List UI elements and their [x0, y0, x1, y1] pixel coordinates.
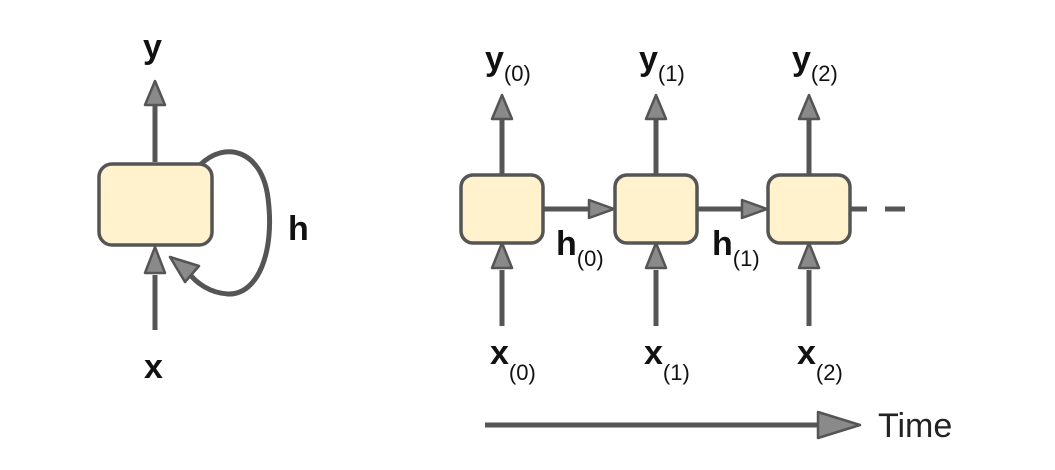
hidden-connection-1: h(1)	[697, 198, 769, 271]
step-1-input-sub: (1)	[663, 360, 690, 385]
step-1-cell	[613, 173, 699, 245]
hidden-1-main: h	[712, 225, 733, 263]
step-2-input-main: x	[797, 334, 816, 372]
time-axis: Time	[485, 407, 952, 445]
folded-recurrent-arrowhead	[168, 255, 201, 284]
step-2-input-label: x(2)	[797, 334, 843, 385]
folded-input-label: x	[144, 348, 163, 386]
step-1-output-label: y(1)	[639, 40, 685, 86]
folded-recurrent-loop	[185, 149, 273, 297]
step-0-cell	[459, 173, 545, 245]
step-2-input-sub: (2)	[816, 360, 843, 385]
time-axis-arrowhead	[816, 410, 862, 440]
hidden-1-sub: (1)	[733, 246, 760, 271]
step-1-input-arrowhead	[644, 241, 668, 270]
step-0-input-label: x(0)	[490, 334, 536, 385]
time-step-2: y(2) x(2)	[766, 40, 852, 385]
step-1-input-main: x	[644, 334, 663, 372]
step-0-output-main: y	[485, 40, 504, 78]
step-2-output-arrowhead	[797, 93, 821, 121]
hidden-0-sub: (0)	[577, 246, 604, 271]
hidden-0-arrowhead	[587, 198, 616, 220]
hidden-connection-0: h(0)	[543, 198, 616, 271]
step-1-output-arrowhead	[644, 93, 668, 121]
step-2-output-label: y(2)	[792, 40, 838, 86]
hidden-0-main: h	[556, 225, 577, 263]
folded-output-label: y	[143, 28, 162, 66]
step-1-input-label: x(1)	[644, 334, 690, 385]
step-0-output-label: y(0)	[485, 40, 531, 86]
time-axis-label: Time	[878, 407, 952, 445]
hidden-1-arrowhead	[740, 198, 769, 220]
folded-cell	[97, 162, 214, 247]
hidden-1-label: h(1)	[712, 225, 760, 271]
step-0-output-arrowhead	[490, 93, 514, 121]
time-step-1: y(1) x(1)	[613, 40, 699, 385]
step-0-input-sub: (0)	[509, 360, 536, 385]
step-1-output-main: y	[639, 40, 658, 78]
step-2-input-arrowhead	[797, 241, 821, 270]
step-0-input-main: x	[490, 334, 509, 372]
step-0-output-sub: (0)	[504, 61, 531, 86]
folded-rnn: y h x	[97, 28, 309, 386]
step-0-input-arrowhead	[490, 241, 514, 270]
unrolled-rnn: y(0) x(0) y(1) x(1)	[459, 40, 905, 385]
step-2-output-sub: (2)	[811, 61, 838, 86]
folded-output-arrowhead	[143, 79, 167, 107]
step-1-output-sub: (1)	[658, 61, 685, 86]
folded-input-arrowhead	[143, 245, 167, 275]
time-step-0: y(0) x(0)	[459, 40, 545, 385]
hidden-0-label: h(0)	[556, 225, 604, 271]
step-2-cell	[766, 173, 852, 245]
folded-hidden-label: h	[288, 210, 309, 248]
step-2-output-main: y	[792, 40, 811, 78]
